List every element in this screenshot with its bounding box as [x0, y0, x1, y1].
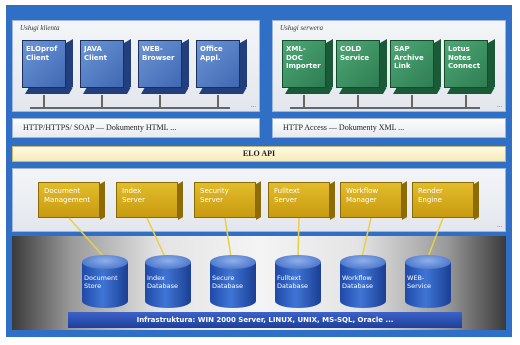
client-component-web-browser: WEB-Browser — [138, 38, 190, 95]
elo-api-bar: ELO API — [12, 146, 506, 162]
database-web-service: WEB-Service — [405, 255, 451, 311]
link-index — [146, 217, 166, 258]
infrastructure-bar: Infrastruktura: WIN 2000 Server, LINUX, … — [68, 312, 462, 328]
client-panel-ellipsis: ... — [250, 103, 256, 109]
link-fulltext — [297, 217, 300, 258]
link-web — [427, 217, 444, 258]
server-stem — [357, 95, 359, 108]
link-document — [68, 217, 105, 258]
client-stem — [43, 95, 45, 108]
server-layer-ellipsis: ... — [496, 223, 502, 229]
client-protocol-bar: HTTP/HTTPS/ SOAP — Dokumenty HTML ... — [12, 118, 260, 138]
server-stem — [303, 95, 305, 108]
link-secure — [224, 217, 232, 258]
server-protocol-bar: HTTP Access — Dokumenty XML ... — [272, 118, 506, 138]
server-stem — [411, 95, 413, 108]
server-stem — [465, 95, 467, 108]
client-stem — [217, 95, 219, 108]
link-workflow — [361, 217, 372, 258]
server-services-title: Usługi serwera — [280, 24, 323, 32]
client-connector-line — [30, 107, 230, 109]
server-panel-ellipsis: ... — [496, 103, 502, 109]
client-services-title: Usługi klienta — [20, 24, 60, 32]
server-connector-line — [290, 107, 480, 109]
client-stem — [159, 95, 161, 108]
client-stem — [101, 95, 103, 108]
